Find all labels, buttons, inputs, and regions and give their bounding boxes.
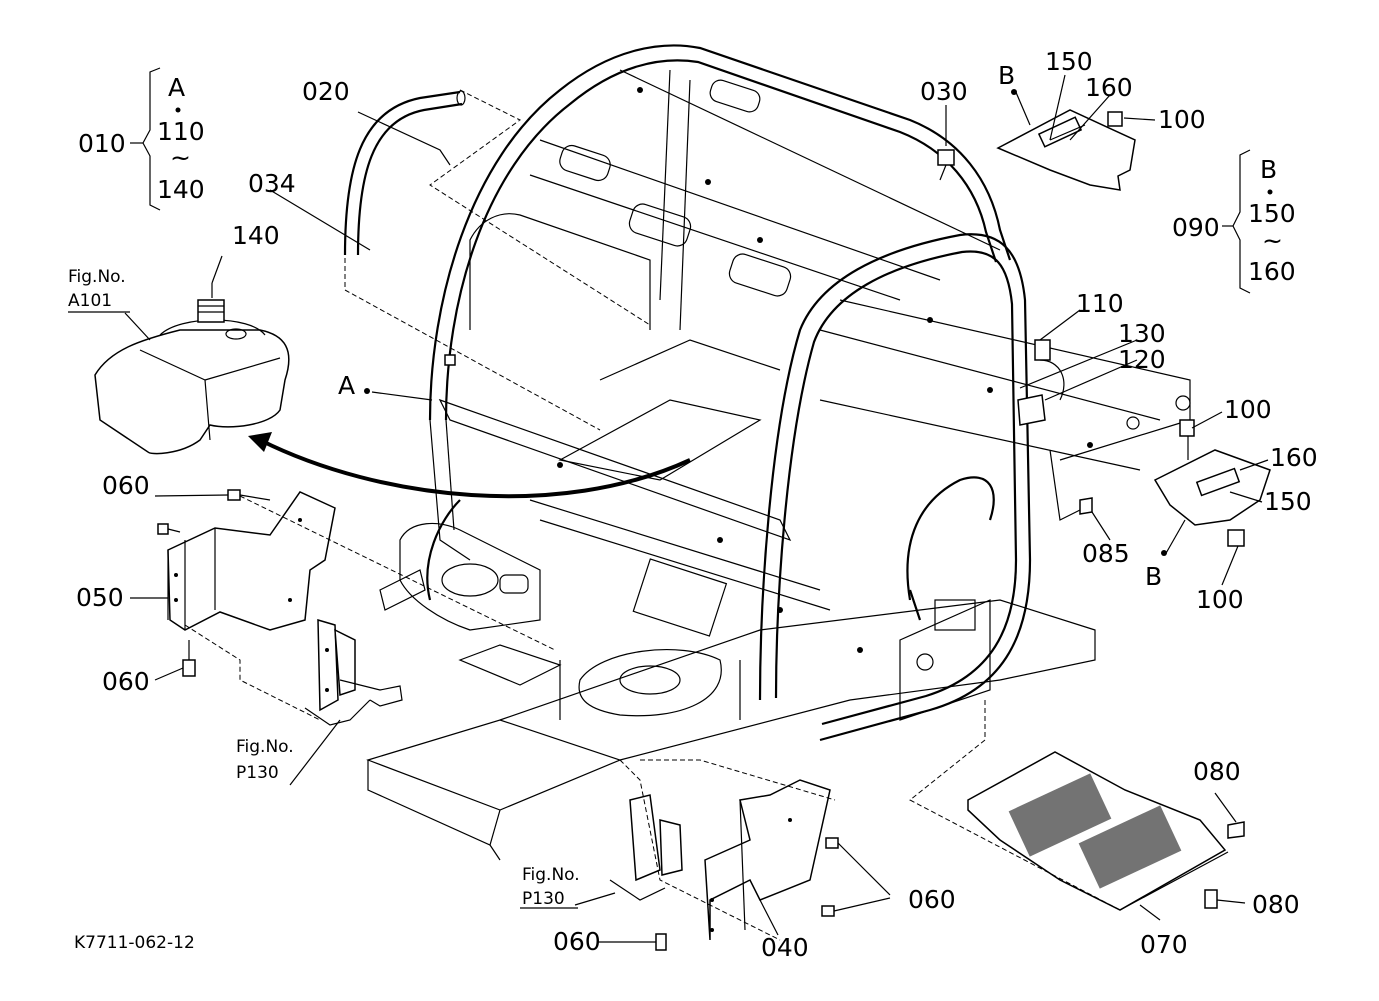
callout-080-bottom: 080 — [1252, 890, 1300, 919]
callout-085: 085 — [1082, 539, 1130, 568]
group-a-letter: A — [168, 73, 185, 102]
bracket-plate-top — [937, 109, 1136, 191]
callout-120: 120 — [1118, 345, 1166, 374]
marker-b-bottom: B — [1145, 562, 1162, 591]
group-b-tilde: ~ — [1262, 226, 1283, 255]
callout-070: 070 — [1140, 930, 1188, 959]
callout-100-bottom: 100 — [1196, 585, 1244, 614]
callout-060-left-bottom: 060 — [102, 667, 150, 696]
bottom-bracket — [609, 759, 839, 951]
group-b-letter: B — [1260, 155, 1277, 184]
callout-010: 010 — [78, 129, 126, 158]
callout-150-right: 150 — [1264, 487, 1312, 516]
callout-100-top: 100 — [1158, 105, 1206, 134]
group-b-from: 150 — [1248, 199, 1296, 228]
callout-030: 030 — [920, 77, 968, 106]
left-bracket — [304, 618, 403, 726]
fig-ref-left-code: P130 — [236, 763, 279, 783]
marker-dot-b-top — [1011, 89, 1017, 95]
handrail-part — [343, 89, 651, 431]
group-a-from: 110 — [157, 117, 205, 146]
callout-034: 034 — [248, 169, 296, 198]
callout-050: 050 — [76, 583, 124, 612]
callout-130: 130 — [1118, 319, 1166, 348]
fig-ref-tank-code: A101 — [68, 291, 112, 311]
floor-plate — [909, 700, 1245, 911]
callout-100-mid: 100 — [1224, 395, 1272, 424]
cab-frame — [366, 44, 1191, 861]
left-cover — [157, 489, 556, 721]
fuel-tank — [94, 283, 290, 455]
leader-lines — [68, 67, 1269, 943]
marker-dot-a — [364, 388, 370, 394]
callout-040: 040 — [761, 933, 809, 962]
callout-060-bottom: 060 — [553, 927, 601, 956]
assembly-arrow — [248, 432, 691, 499]
labels: A 110 ~ 140 010 B 150 ~ 160 090 020 030 … — [68, 47, 1318, 962]
callout-060-right: 060 — [908, 885, 956, 914]
fig-ref-left-label: Fig.No. — [236, 737, 294, 757]
callout-090: 090 — [1172, 213, 1220, 242]
callout-060-left-top: 060 — [102, 471, 150, 500]
callout-140: 140 — [232, 221, 280, 250]
marker-a: A — [338, 371, 355, 400]
fig-ref-tank-label: Fig.No. — [68, 267, 126, 287]
fig-ref-bottom-code: P130 — [522, 889, 565, 909]
callout-020: 020 — [302, 77, 350, 106]
drawing-code: K7711-062-12 — [74, 933, 195, 953]
group-a-dot — [175, 107, 181, 113]
marker-b-top: B — [998, 61, 1015, 90]
marker-dot-b-bottom — [1161, 550, 1167, 556]
group-b-to: 160 — [1248, 257, 1296, 286]
bracket-plate-right — [1153, 419, 1271, 547]
group-a-to: 140 — [157, 175, 205, 204]
rail-fittings — [444, 339, 1093, 515]
callout-080-top: 080 — [1193, 757, 1241, 786]
callout-150-top: 150 — [1045, 47, 1093, 76]
callout-110: 110 — [1076, 289, 1124, 318]
callout-160-top: 160 — [1085, 73, 1133, 102]
fig-ref-bottom-label: Fig.No. — [522, 865, 580, 885]
group-a-tilde: ~ — [170, 143, 191, 172]
group-b-dot — [1267, 189, 1273, 195]
callout-160-right: 160 — [1270, 443, 1318, 472]
